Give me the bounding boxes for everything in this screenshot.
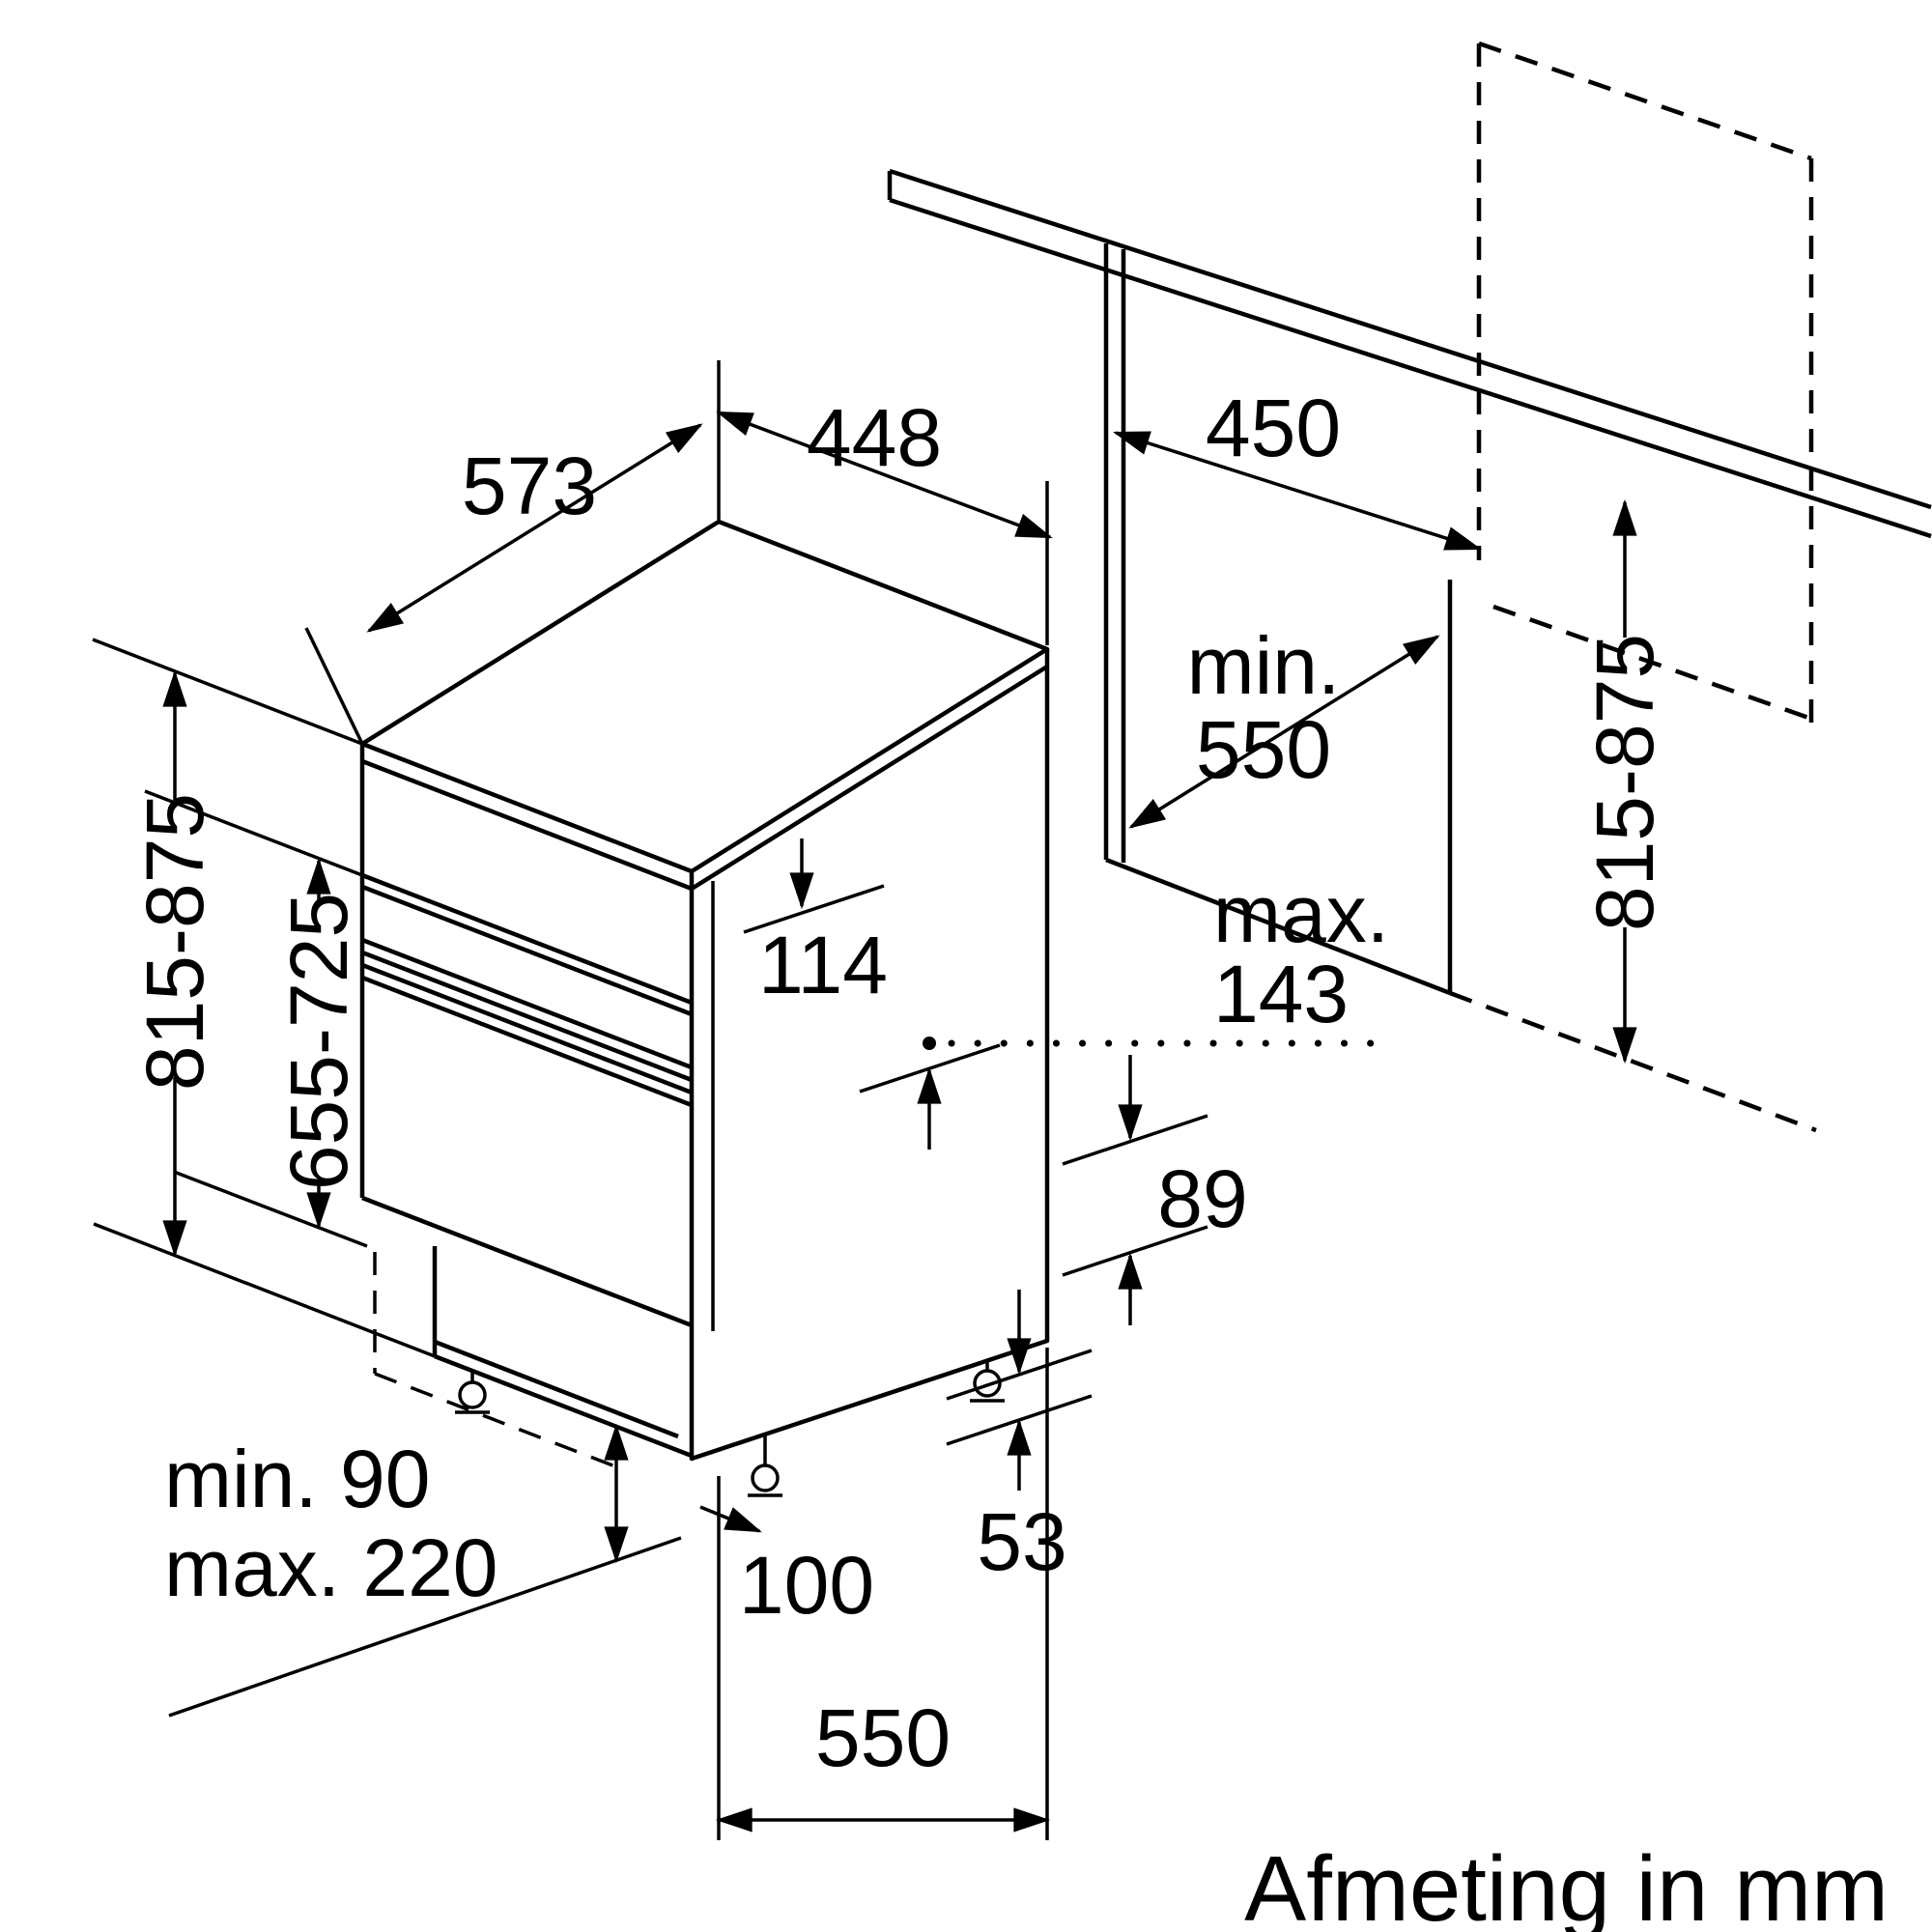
foot-screw-icon (458, 1380, 487, 1409)
dim-label-niche-depth-min: min. (1187, 620, 1341, 711)
dim-label-base-clearance: 89 (1157, 1153, 1247, 1244)
counter-front-edge-top (889, 168, 1932, 510)
dim-label-panel-height: 114 (758, 920, 888, 1010)
fascia-line-1 (361, 937, 693, 1070)
dishwasher-body (359, 519, 1050, 1470)
plinth-top-edge (434, 1339, 679, 1439)
adjustable-foot-left (455, 1371, 490, 1414)
dim-niche-depth: min. 550 (1128, 620, 1440, 829)
dim-label-niche-height: 815-875 (1579, 634, 1670, 931)
dim-width-top: 448 (716, 392, 1053, 645)
door-bottom-edge (361, 1195, 693, 1328)
niche-floor-front (1105, 857, 1451, 996)
dim-label-depth-top: 573 (462, 440, 597, 531)
dim-label-max: max. (1213, 868, 1389, 959)
dim-niche-height-right: 815-875 (1579, 498, 1670, 1065)
dim-appliance-height: 815-875 (92, 638, 436, 1358)
dim-plinth-range: min. 90 max. 220 (164, 1423, 682, 1718)
dim-label-plinth-max: max. 220 (164, 1522, 498, 1613)
top-face (359, 519, 1050, 874)
adjustable-foot-front (748, 1435, 782, 1497)
caption: Afmeting in mm (1244, 1837, 1889, 1932)
dim-body-height: 655-725 (144, 789, 368, 1248)
dim-max-height: max. 143 (923, 868, 1389, 1050)
dim-depth-bottom: 550 (715, 1348, 1051, 1840)
dim-label-plinth-depth: 100 (739, 1540, 874, 1631)
fascia-line-4 (361, 975, 693, 1108)
dim-label-width-top: 448 (807, 392, 942, 483)
dim-label-niche-depth-value: 550 (1196, 704, 1331, 795)
dim-label-base-frame: 53 (977, 1496, 1066, 1587)
worktop-edge-right (690, 665, 1049, 891)
countertop (887, 168, 1932, 539)
foot-screw-icon (751, 1463, 780, 1492)
fascia-line-2 (361, 950, 693, 1083)
dim-label-max-value: 143 (1213, 949, 1349, 1039)
dim-label-plinth-min: min. 90 (164, 1434, 430, 1524)
fascia-line-3 (361, 962, 693, 1095)
dim-base-frame: 53 (946, 1290, 1093, 1587)
plinth-bottom-edge (434, 1353, 693, 1459)
dim-label-appliance-height: 815-875 (129, 793, 220, 1091)
dim-label-depth-bottom: 550 (815, 1692, 951, 1783)
panel-top-line-2 (361, 884, 693, 1017)
hidden-base-edge (374, 1372, 621, 1470)
niche-floor-hidden (1449, 990, 1817, 1133)
dim-niche-width: 450 (1112, 383, 1483, 551)
right-face (689, 649, 1050, 1462)
panel-top-line (361, 872, 693, 1006)
dim-panel-height: 114 (743, 838, 1001, 1150)
dim-label-body-height: 655-725 (273, 893, 364, 1190)
adjustable-foot-right (970, 1361, 1005, 1403)
counter-front-edge-bottom (889, 197, 1932, 539)
dim-label-niche-width: 450 (1206, 383, 1341, 473)
dim-depth-top: 573 (304, 360, 721, 745)
dim-plinth-depth: 100 (699, 1505, 874, 1631)
foot-screw-icon (973, 1369, 1002, 1398)
feet (455, 1361, 1005, 1497)
dim-base-clearance: 89 (1062, 1055, 1248, 1325)
niche-hidden-bottom-edge (1492, 604, 1812, 722)
niche-hidden-top-edge (1478, 41, 1812, 161)
worktop-lip (361, 758, 693, 892)
